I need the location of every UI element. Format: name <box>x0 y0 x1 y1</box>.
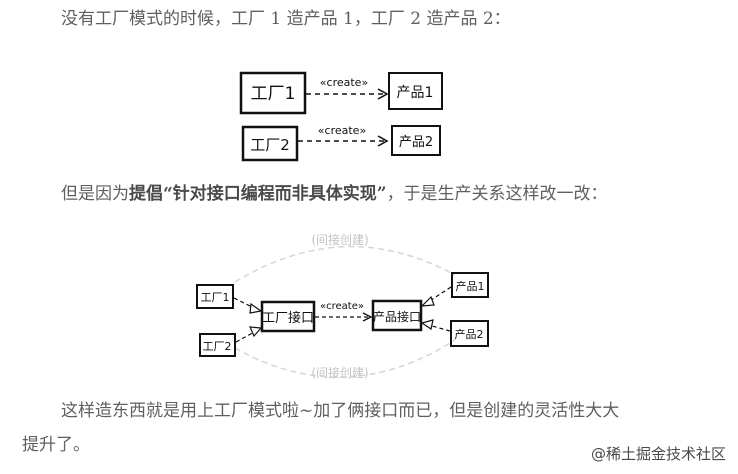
d2-factory2-label: 工厂2 <box>203 340 232 353</box>
arrowhead-1 <box>377 88 389 100</box>
indirect-curve-bottom <box>234 339 456 378</box>
d2-create-label: «create» <box>320 301 364 312</box>
factory2-box <box>241 125 299 162</box>
indirect-curve-top <box>234 246 456 283</box>
paragraph2-emphasis: 提倡“针对接口编程而非具体实现” <box>129 184 387 204</box>
impl-arrow-p2 <box>424 323 451 332</box>
top-note: (间接创建) <box>311 232 368 247</box>
create-label-1: «create» <box>320 76 368 89</box>
factory-interface-label: 工厂接口 <box>262 310 314 326</box>
impl-head-f2 <box>249 326 263 338</box>
d2-factory1-label: 工厂1 <box>201 291 230 304</box>
watermark: @稀土掘金技术社区 <box>590 445 726 463</box>
impl-arrow-f1 <box>233 297 259 311</box>
create-label-2: «create» <box>318 124 366 137</box>
product-interface-label: 产品接口 <box>373 309 421 324</box>
factory1-label: 工厂1 <box>251 84 296 104</box>
impl-arrow-p1 <box>424 286 452 305</box>
paragraph-interface: 但是因为提倡“针对接口编程而非具体实现”，于是生产关系这样改一改： <box>61 183 608 205</box>
paragraph-intro: 没有工厂模式的时候，工厂 1 造产品 1，工厂 2 造产品 2： <box>61 9 511 29</box>
impl-head-p2 <box>420 319 434 330</box>
bottom-note: (间接创建) <box>311 365 368 380</box>
d2-factory1-box <box>196 284 234 309</box>
paragraph-conclusion-line2: 提升了。 <box>22 435 90 455</box>
product1-box <box>388 72 443 110</box>
product1-label: 产品1 <box>397 85 434 101</box>
arrowhead-2 <box>377 135 389 147</box>
d2-factory2-box <box>199 333 236 357</box>
factory1-box <box>239 71 307 115</box>
factory2-label: 工厂2 <box>250 136 290 154</box>
diagram1-row2: 工厂2 «create» 产品2 <box>241 124 441 162</box>
paragraph-conclusion-line1: 这样造东西就是用上工厂模式啦~加了俩接口而已，但是创建的灵活性大大 <box>61 401 620 421</box>
d2-product2-box <box>450 320 489 347</box>
product2-label: 产品2 <box>399 135 433 150</box>
diagram1-row1: 工厂1 «create» 产品1 <box>239 71 443 115</box>
factory-interface-box <box>260 300 316 333</box>
paragraph2-prefix: 但是因为 <box>61 184 129 204</box>
product2-box <box>391 125 441 156</box>
d2-create-head <box>362 312 373 322</box>
d2-product1-box <box>451 272 489 298</box>
impl-head-f1 <box>249 302 263 314</box>
impl-arrow-f2 <box>235 329 259 343</box>
product-interface-box <box>371 299 423 332</box>
d2-product1-label: 产品1 <box>456 279 485 293</box>
impl-head-p1 <box>420 295 435 307</box>
paragraph2-suffix: ，于是生产关系这样改一改： <box>386 184 608 204</box>
d2-product2-label: 产品2 <box>455 327 484 341</box>
